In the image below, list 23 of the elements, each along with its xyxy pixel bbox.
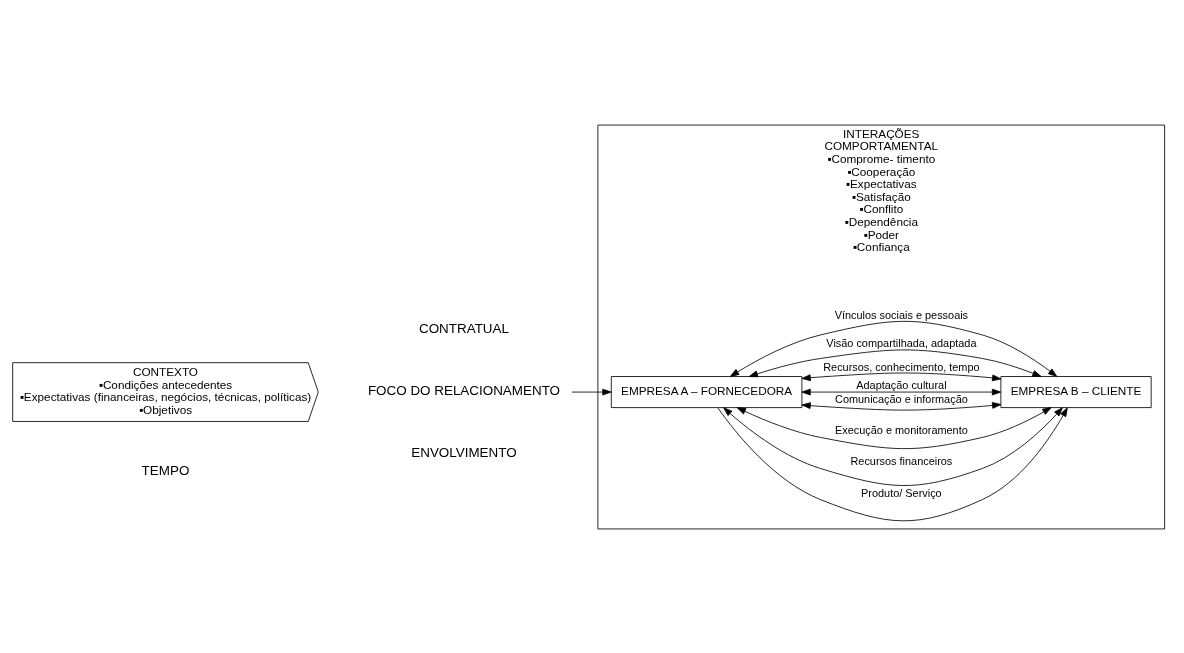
label: CONTRATUAL [418, 320, 509, 336]
edge-label: Recursos financeiros [850, 454, 953, 467]
arrow [801, 401, 1002, 411]
arrow [571, 388, 612, 395]
edge-label: Visão compartilhada, adaptada [826, 336, 977, 349]
edge-label: Execução e monitoramento [835, 423, 968, 436]
label: ENVOLVIMENTO [411, 444, 517, 460]
arrow [736, 406, 1052, 449]
arrow [748, 349, 1042, 377]
arrow [730, 320, 1058, 377]
arrow [717, 406, 1068, 521]
edge-label: Produto/ Serviço [861, 486, 942, 499]
edge-label: Recursos, conhecimento, tempo [823, 360, 980, 373]
node-text: FOCO DO RELACIONAMENTO [367, 382, 561, 398]
node-box: EMPRESA A – FORNECEDORA [610, 375, 803, 408]
edge-label: Vínculos sociais e pessoais [834, 308, 969, 321]
edge-label: Comunicação e informação [835, 392, 968, 405]
edge-label: Adaptação cultural [856, 378, 947, 391]
label: TEMPO [141, 462, 190, 478]
node-box: EMPRESA B – CLIENTE [1000, 375, 1152, 408]
arrow [723, 406, 1063, 486]
arrow [801, 388, 1002, 395]
arrow [801, 372, 1002, 381]
